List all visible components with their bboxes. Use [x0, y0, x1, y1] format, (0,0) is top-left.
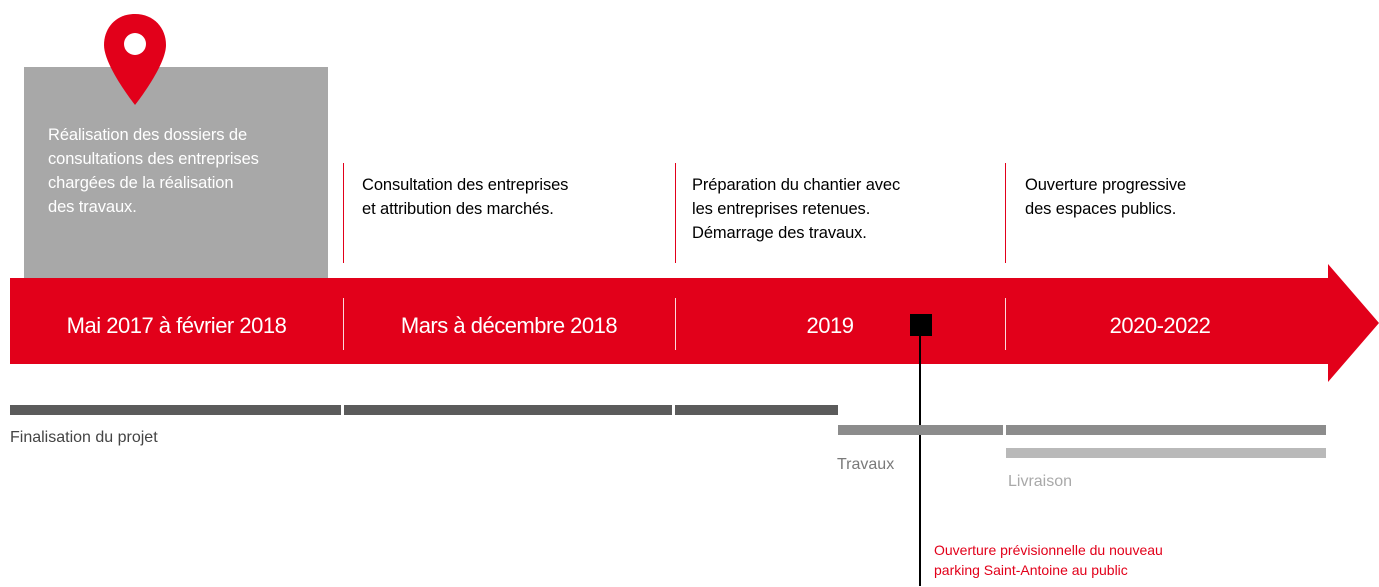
- milestone-square-icon: [910, 314, 932, 336]
- phase-divider: [343, 163, 344, 263]
- travaux-bar: [838, 425, 1003, 435]
- period-divider: [1005, 298, 1006, 350]
- period-label-2: Mars à décembre 2018: [400, 313, 618, 338]
- travaux-label: Travaux: [837, 456, 895, 473]
- finalisation-bar: [10, 405, 341, 415]
- travaux-bar: [1006, 425, 1326, 435]
- milestone-line: [919, 336, 921, 586]
- phase-description-3: Préparation du chantier avec les entrepr…: [692, 176, 901, 242]
- period-divider: [343, 298, 344, 350]
- finalisation-label: Finalisation du projet: [10, 429, 158, 446]
- active-phase-box: [24, 67, 328, 279]
- finalisation-bar: [344, 405, 672, 415]
- livraison-bar: [1006, 448, 1326, 458]
- period-label-4: 2020-2022: [1109, 313, 1211, 338]
- phase-description-2: Consultation des entreprises et attribut…: [362, 176, 569, 218]
- livraison-label: Livraison: [1008, 473, 1073, 490]
- phase-divider: [1005, 163, 1006, 263]
- period-label-1: Mai 2017 à février 2018: [66, 313, 287, 338]
- finalisation-bar: [675, 405, 838, 415]
- period-label-3: 2019: [806, 313, 854, 338]
- period-divider: [675, 298, 676, 350]
- map-pin-icon: [104, 14, 166, 105]
- phase-description-1: Réalisation des dossiers de consultation…: [48, 126, 259, 216]
- phase-description-4: Ouverture progressive des espaces public…: [1025, 176, 1187, 218]
- milestone-label: Ouverture prévisionnelle du nouveau park…: [934, 542, 1163, 578]
- phase-divider: [675, 163, 676, 263]
- timeline-arrow: [10, 264, 1379, 382]
